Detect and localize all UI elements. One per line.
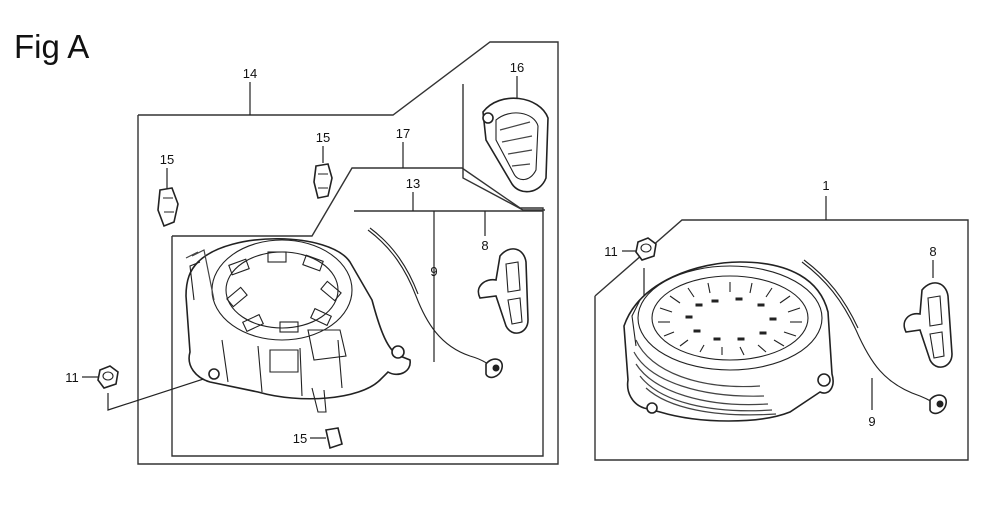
callout-11-left: 11 <box>65 370 79 385</box>
starter-housing-right <box>623 261 834 422</box>
part-16-frame <box>462 84 545 211</box>
callout-1: 1 <box>822 178 829 193</box>
housing-vent-slots <box>658 282 802 356</box>
assembly-14-frame <box>137 41 559 465</box>
callout-13: 13 <box>406 176 420 191</box>
rope-end-knot-right <box>929 394 947 415</box>
callout-15-mid: 15 <box>316 130 330 145</box>
leader-11-left-to-housing <box>107 372 223 411</box>
callout-15-left: 15 <box>160 152 174 167</box>
flange-nut-11-right <box>635 237 657 261</box>
starter-rope-left-shadow <box>369 227 419 295</box>
starter-handle-right <box>903 282 953 368</box>
starter-rope-left <box>367 229 497 373</box>
figure-title: Fig A <box>14 28 90 65</box>
callout-15-bottom: 15 <box>293 431 307 446</box>
callout-8-left: 8 <box>481 238 488 253</box>
callout-9-right: 9 <box>868 414 875 429</box>
clip-part-15-mid <box>313 163 333 199</box>
cover-part-16 <box>482 97 549 193</box>
callout-14: 14 <box>243 66 257 81</box>
callout-17: 17 <box>396 126 410 141</box>
starter-rope-right-shadow <box>803 259 859 329</box>
starter-housing-left <box>185 237 411 413</box>
callout-8-right: 8 <box>929 244 936 259</box>
clip-part-15-bottom <box>325 427 343 450</box>
housing-rope-coil <box>633 339 777 416</box>
callout-9-left: 9 <box>430 264 437 279</box>
starter-handle-left <box>477 248 529 334</box>
callout-16: 16 <box>510 60 524 75</box>
assembly-1-frame <box>594 219 969 461</box>
rope-end-knot-left <box>485 358 503 379</box>
callout-11-right: 11 <box>604 244 618 259</box>
clip-part-15-left <box>157 187 179 228</box>
flange-nut-11-left <box>97 365 119 389</box>
housing-inner-slots <box>685 297 777 341</box>
